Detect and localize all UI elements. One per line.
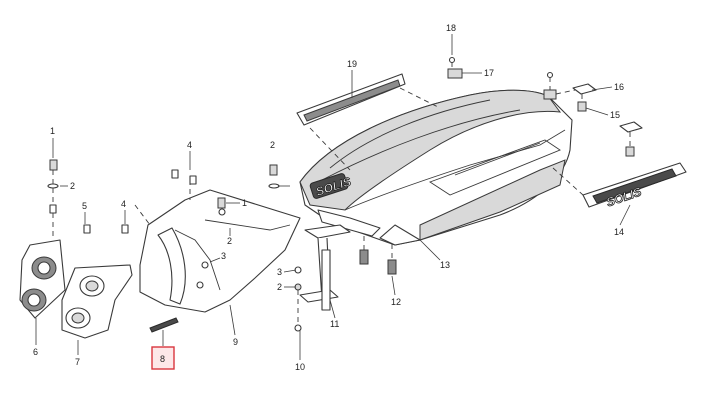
callout-2: 2: [270, 140, 275, 150]
fasteners-center: [294, 266, 302, 332]
callout-1: 1: [50, 126, 55, 136]
callout-5: 5: [82, 201, 87, 211]
callout-15: 15: [610, 110, 620, 120]
callout-labels: 1 2 5 4 4 2 1 2 3 6 7 8 9 10 11 12 13 14…: [33, 23, 624, 372]
callout-14: 14: [614, 227, 624, 237]
callout-8-highlight[interactable]: 8: [151, 346, 175, 370]
callout-16: 16: [614, 82, 624, 92]
side-panel: [134, 180, 301, 313]
callout-8: 8: [160, 354, 165, 364]
callout-13: 13: [440, 260, 450, 270]
fasteners-top-right: [447, 56, 643, 157]
callout-2: 2: [70, 181, 75, 191]
callout-17: 17: [484, 68, 494, 78]
callout-3: 3: [277, 267, 282, 277]
callout-10: 10: [295, 362, 305, 372]
callout-2: 2: [277, 282, 282, 292]
side-emblem: SOLIS: [552, 162, 687, 210]
headlight-units: [19, 239, 66, 319]
part-8-clip: [149, 317, 179, 333]
callout-1: 1: [242, 198, 247, 208]
leader-lines: [35, 34, 631, 360]
fasteners-left: [47, 159, 280, 240]
hood-assembly: SOLIS: [299, 89, 573, 246]
callout-6: 6: [33, 347, 38, 357]
bracket-assembly: [299, 224, 397, 311]
headlight-bracket: [61, 264, 133, 339]
callout-7: 7: [75, 357, 80, 367]
callout-4: 4: [121, 199, 126, 209]
top-grille-strip: [296, 73, 441, 171]
callout-12: 12: [391, 297, 401, 307]
callout-18: 18: [446, 23, 456, 33]
callout-3: 3: [221, 251, 226, 261]
callout-4: 4: [187, 140, 192, 150]
callout-19: 19: [347, 59, 357, 69]
callout-2: 2: [227, 236, 232, 246]
callout-9: 9: [233, 337, 238, 347]
callout-11: 11: [330, 319, 339, 329]
